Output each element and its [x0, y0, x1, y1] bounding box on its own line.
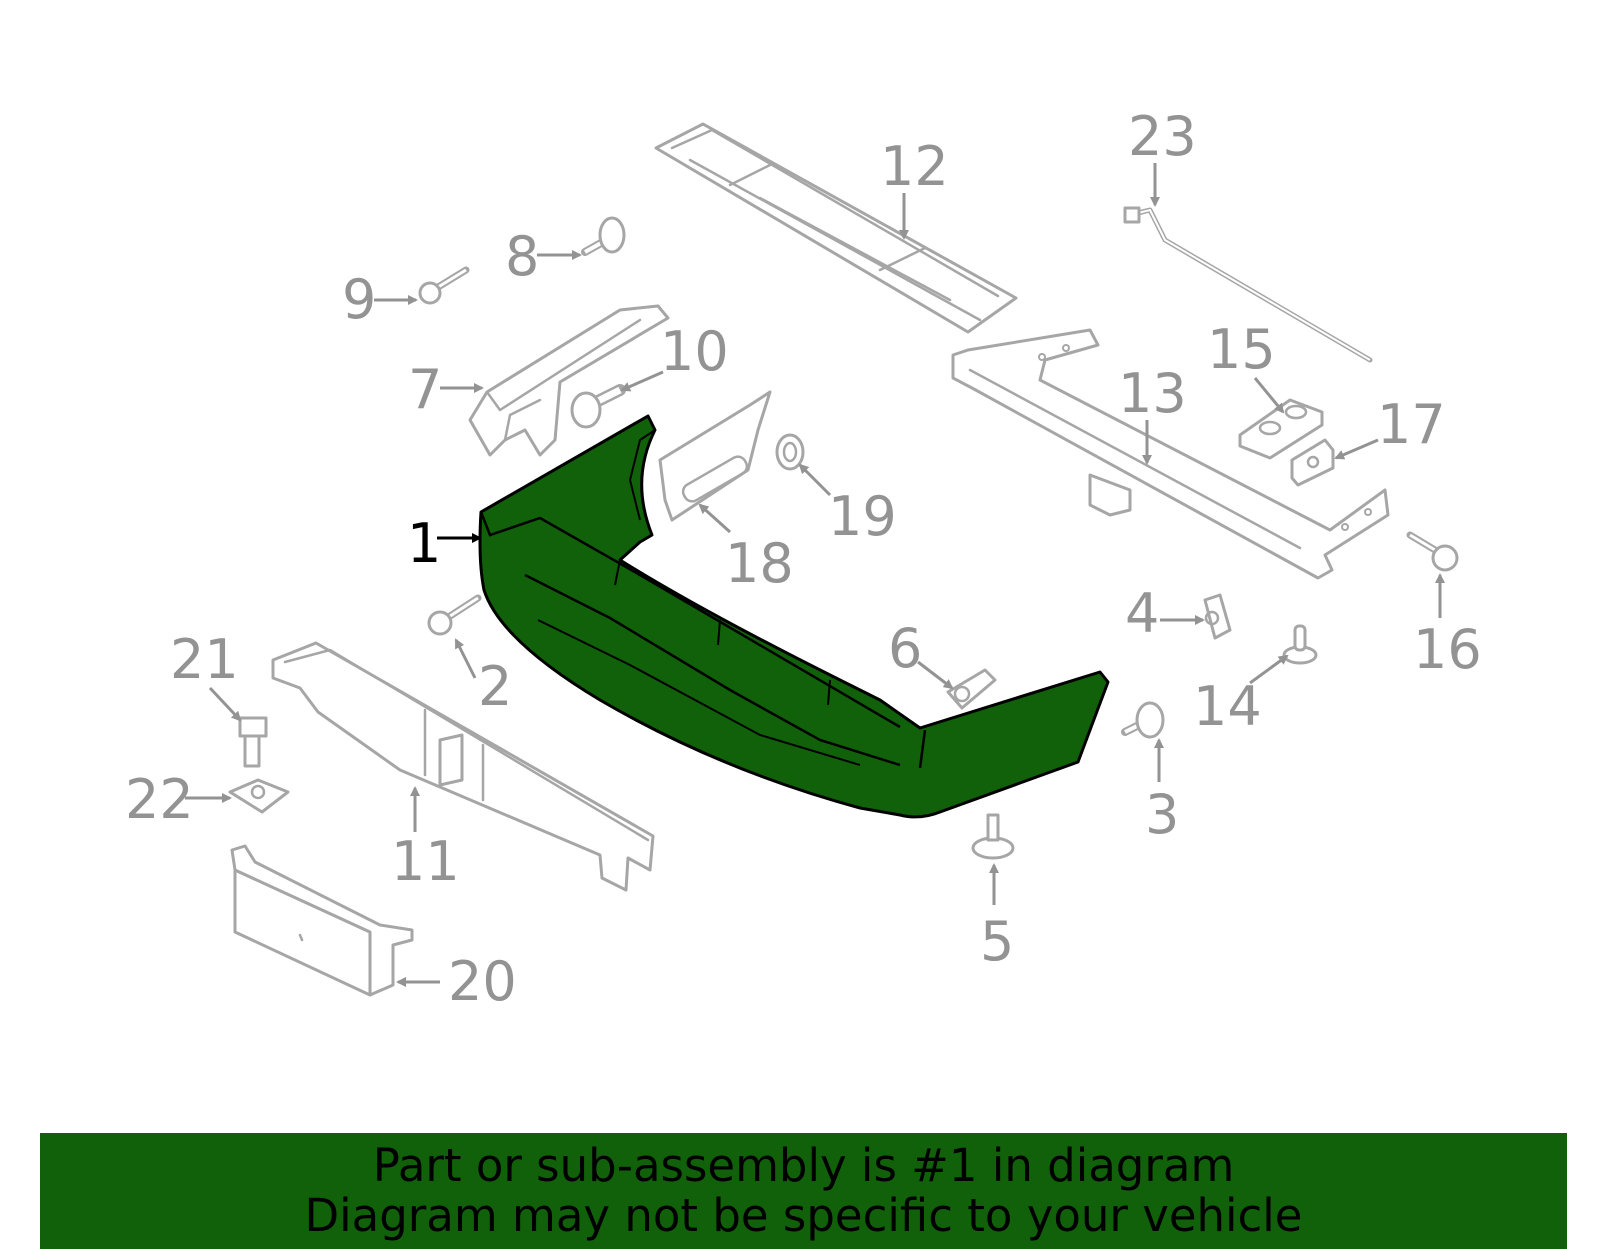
svg-text:18: 18 — [725, 532, 794, 595]
part-5-pushpin — [971, 813, 1015, 860]
part-16-bolt — [1406, 531, 1459, 572]
svg-text:17: 17 — [1377, 393, 1446, 456]
svg-text:6: 6 — [888, 617, 922, 680]
callout-8[interactable]: 8 — [505, 225, 582, 288]
part-7-bracket — [468, 304, 670, 457]
svg-text:13: 13 — [1118, 362, 1187, 425]
part-4-clip — [1203, 593, 1232, 640]
svg-text:5: 5 — [980, 910, 1014, 973]
svg-text:1: 1 — [407, 512, 441, 575]
svg-text:12: 12 — [880, 135, 949, 198]
svg-text:14: 14 — [1193, 675, 1262, 738]
callout-18[interactable]: 18 — [698, 503, 794, 595]
part-10-bolt — [570, 384, 626, 429]
svg-text:11: 11 — [391, 830, 460, 893]
callout-1[interactable]: 1 — [407, 512, 482, 575]
part-13-reinforcement — [951, 328, 1390, 580]
svg-text:10: 10 — [660, 320, 729, 383]
part-1-bumper-cover — [478, 414, 1110, 819]
svg-text:7: 7 — [408, 358, 442, 421]
svg-text:3: 3 — [1145, 783, 1179, 846]
part-18-bracket — [658, 390, 772, 522]
banner-line-2: Diagram may not be specific to your vehi… — [304, 1189, 1303, 1242]
callout-2[interactable]: 2 — [454, 638, 512, 718]
banner-line-1: Part or sub-assembly is #1 in diagram — [372, 1139, 1235, 1192]
part-14-pushpin — [1282, 624, 1318, 665]
part-9-bolt — [418, 266, 470, 305]
part-17-bracket — [1290, 438, 1335, 487]
svg-text:21: 21 — [170, 628, 239, 691]
callout-19[interactable]: 19 — [798, 463, 897, 548]
svg-text:22: 22 — [125, 768, 194, 831]
callout-16[interactable]: 16 — [1413, 573, 1482, 681]
part-8-screw — [581, 216, 626, 256]
callout-17[interactable]: 17 — [1334, 393, 1446, 460]
callout-15[interactable]: 15 — [1207, 318, 1285, 414]
part-15-bracket — [1238, 398, 1324, 460]
svg-text:19: 19 — [828, 485, 897, 548]
callout-14[interactable]: 14 — [1193, 654, 1289, 738]
svg-text:8: 8 — [505, 225, 539, 288]
callout-10[interactable]: 10 — [620, 320, 729, 392]
svg-text:9: 9 — [342, 268, 376, 331]
svg-text:16: 16 — [1413, 618, 1482, 681]
svg-text:23: 23 — [1128, 105, 1197, 168]
callout-13[interactable]: 13 — [1118, 362, 1187, 465]
part-6-nut — [946, 668, 997, 710]
callout-12[interactable]: 12 — [880, 135, 949, 240]
part-23-wire-harness — [1123, 206, 1373, 363]
callout-6[interactable]: 6 — [888, 617, 954, 690]
part-2-bolt — [427, 594, 482, 636]
callout-23[interactable]: 23 — [1128, 105, 1197, 207]
part-3-screw — [1121, 701, 1165, 739]
svg-text:4: 4 — [1125, 582, 1159, 645]
svg-text:20: 20 — [448, 950, 517, 1013]
part-19-clip — [775, 433, 805, 471]
info-banner: Part or sub-assembly is #1 in diagram Di… — [40, 1133, 1567, 1249]
part-12-step-pad — [654, 122, 1018, 334]
callout-20[interactable]: 20 — [396, 950, 517, 1013]
part-11-absorber — [271, 641, 655, 892]
part-21-bolt — [238, 716, 268, 768]
part-22-nut — [228, 778, 290, 814]
callout-11[interactable]: 11 — [391, 786, 460, 893]
callout-21[interactable]: 21 — [170, 628, 242, 722]
callout-7[interactable]: 7 — [408, 358, 484, 421]
callout-5[interactable]: 5 — [980, 863, 1014, 973]
callout-3[interactable]: 3 — [1145, 738, 1179, 846]
callout-22[interactable]: 22 — [125, 768, 232, 831]
callout-9[interactable]: 9 — [342, 268, 418, 331]
svg-text:2: 2 — [478, 655, 512, 718]
callout-4[interactable]: 4 — [1125, 582, 1205, 645]
svg-text:15: 15 — [1207, 318, 1276, 381]
part-20-license-bracket — [230, 844, 414, 997]
